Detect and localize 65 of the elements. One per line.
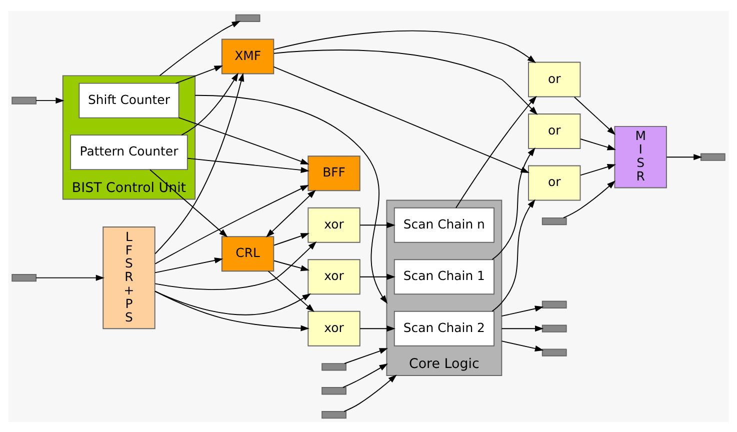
node-bar [322, 410, 346, 418]
arrow [492, 198, 536, 312]
node-box: Scan Chain 2 [394, 310, 494, 346]
node-bar [322, 386, 346, 394]
node-bar [12, 96, 37, 104]
node-box: xor [308, 206, 360, 242]
arrow [181, 72, 238, 135]
arrow [666, 154, 702, 160]
arrow [580, 163, 616, 176]
node-box: xor [308, 310, 360, 346]
node-bar [542, 348, 567, 356]
arrow [36, 274, 104, 280]
node-box: M I S R [614, 125, 667, 188]
node-bar [542, 216, 567, 225]
arrow [268, 270, 314, 312]
arrow [154, 290, 310, 331]
node-box: or [528, 164, 581, 200]
arrow [178, 116, 310, 164]
arrow [154, 240, 317, 290]
node-box: XMF [221, 38, 274, 74]
node-box: Scan Chain n [394, 206, 494, 242]
node-box: CRL [221, 236, 274, 272]
arrow [154, 72, 244, 254]
arrow [342, 362, 388, 388]
arrow [455, 95, 537, 208]
arrow [274, 232, 310, 246]
node-bar [12, 273, 37, 282]
node-box: or [528, 61, 581, 97]
arrow [344, 374, 397, 412]
node-bar [542, 300, 567, 308]
arrow [273, 49, 538, 114]
arrow [562, 180, 616, 218]
arrow [501, 325, 544, 332]
arrow [501, 305, 544, 316]
arrow [360, 325, 396, 332]
arrow [36, 97, 64, 104]
arrow [344, 348, 388, 364]
node-box: or [528, 113, 581, 148]
arrow [360, 222, 396, 228]
node-box: BFF [308, 155, 360, 191]
arrow [154, 256, 224, 273]
node-bar [700, 152, 726, 160]
arrow [154, 184, 310, 264]
node-box: L F S R + P S [102, 226, 156, 329]
arrow [150, 168, 228, 237]
arrow [159, 20, 241, 76]
node-box: Shift Counter [78, 82, 180, 118]
arrow [154, 290, 311, 315]
arrow [273, 30, 536, 63]
arrow [194, 94, 388, 304]
node-bar [322, 362, 346, 370]
arrow [580, 138, 616, 150]
arrow [187, 157, 310, 173]
node-bar [235, 14, 260, 22]
node-bar [542, 324, 567, 332]
node-box: Scan Chain 1 [394, 258, 494, 294]
node-box: Pattern Counter [70, 134, 188, 170]
arrow [360, 273, 396, 280]
arrow [574, 96, 616, 134]
node-box: xor [308, 258, 360, 294]
arrow [274, 260, 310, 271]
arrow [175, 64, 224, 84]
arrow [501, 340, 544, 351]
arrow [266, 189, 316, 237]
arrow [273, 66, 530, 173]
